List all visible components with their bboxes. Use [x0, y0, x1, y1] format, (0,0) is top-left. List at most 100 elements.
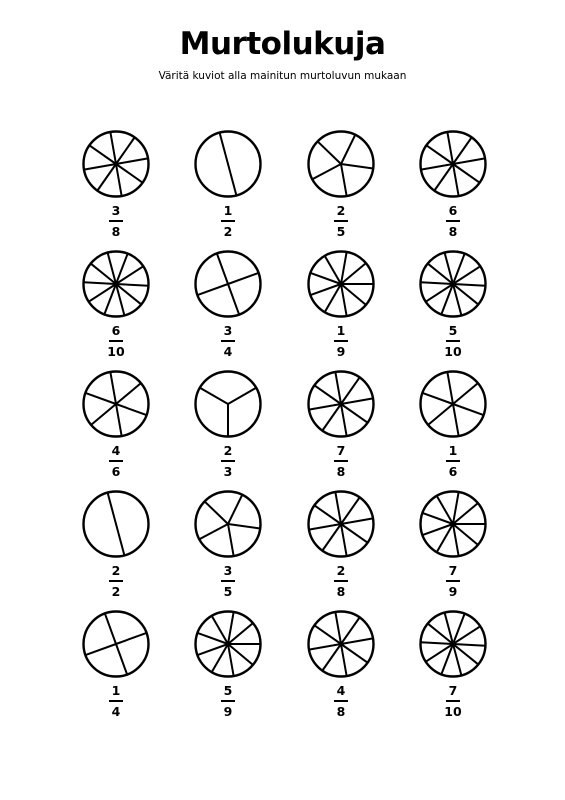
section-divider: [452, 643, 480, 666]
divided-circle[interactable]: [194, 250, 262, 318]
divided-circle[interactable]: [307, 490, 375, 558]
section-divider: [90, 403, 117, 426]
instructions-text: Väritä kuviot alla mainitun murtoluvun m…: [158, 70, 407, 82]
divided-circle[interactable]: [194, 370, 262, 438]
section-divider: [452, 643, 487, 647]
section-divider: [227, 386, 258, 405]
section-divider: [215, 252, 229, 285]
divided-circle[interactable]: [194, 130, 262, 198]
section-divider: [340, 496, 361, 525]
section-divider: [421, 391, 454, 405]
numerator: 4: [111, 443, 121, 458]
section-divider: [227, 523, 235, 558]
denominator: 8: [336, 583, 346, 599]
fraction-bar: [221, 460, 235, 462]
numerator: 3: [223, 323, 233, 338]
denominator: 4: [223, 343, 233, 359]
section-divider: [316, 140, 342, 165]
section-divider: [115, 283, 150, 287]
section-divider: [323, 283, 342, 314]
section-divider: [321, 523, 342, 552]
section-divider: [103, 612, 117, 645]
section-divider: [115, 163, 144, 184]
divided-circle[interactable]: [307, 130, 375, 198]
numerator: 1: [336, 323, 346, 338]
fraction-bar: [334, 580, 348, 582]
section-divider: [452, 625, 482, 645]
section-divider: [307, 403, 342, 411]
section-divider: [435, 494, 454, 525]
divided-circle[interactable]: [419, 250, 487, 318]
section-divider: [425, 144, 454, 165]
section-divider: [340, 133, 357, 165]
divided-circle[interactable]: [82, 250, 150, 318]
denominator: 2: [223, 223, 233, 239]
fraction-bar: [221, 220, 235, 222]
section-divider: [321, 643, 342, 672]
section-divider: [198, 523, 229, 541]
denominator: 3: [223, 463, 233, 479]
numerator: 5: [448, 323, 458, 338]
section-divider: [227, 163, 238, 197]
section-divider: [340, 262, 367, 285]
divided-circle[interactable]: [307, 250, 375, 318]
section-divider: [109, 130, 117, 165]
section-divider: [446, 370, 454, 405]
section-divider: [452, 252, 466, 285]
section-divider: [452, 612, 466, 645]
divided-circle[interactable]: [307, 370, 375, 438]
divided-circle[interactable]: [419, 370, 487, 438]
section-divider: [82, 163, 117, 171]
section-divider: [452, 163, 481, 184]
section-divider: [340, 250, 348, 285]
divided-circle[interactable]: [419, 490, 487, 558]
fraction-bar: [446, 580, 460, 582]
section-divider: [452, 283, 480, 306]
section-divider: [334, 610, 342, 645]
divided-circle[interactable]: [82, 610, 150, 678]
divided-circle[interactable]: [82, 370, 150, 438]
section-divider: [198, 386, 229, 405]
section-divider: [115, 283, 126, 317]
section-divider: [106, 251, 117, 285]
section-divider: [103, 283, 117, 316]
section-divider: [311, 163, 342, 181]
numerator: 7: [448, 563, 458, 578]
section-divider: [340, 283, 367, 306]
section-divider: [115, 265, 145, 285]
divided-circle[interactable]: [419, 610, 487, 678]
section-divider: [452, 163, 460, 198]
denominator: 4: [111, 703, 121, 719]
section-divider: [115, 252, 129, 285]
section-divider: [227, 283, 241, 316]
section-divider: [218, 131, 229, 165]
divided-circle[interactable]: [307, 610, 375, 678]
section-divider: [115, 157, 150, 165]
section-divider: [334, 490, 342, 525]
divided-circle[interactable]: [419, 130, 487, 198]
section-divider: [340, 637, 375, 645]
divided-circle[interactable]: [194, 610, 262, 678]
fraction-bar: [109, 460, 123, 462]
section-divider: [307, 643, 342, 651]
divided-circle[interactable]: [194, 490, 262, 558]
section-divider: [443, 611, 454, 645]
divided-circle[interactable]: [82, 490, 150, 558]
section-divider: [340, 616, 361, 645]
divided-circle[interactable]: [82, 130, 150, 198]
section-divider: [82, 281, 117, 285]
